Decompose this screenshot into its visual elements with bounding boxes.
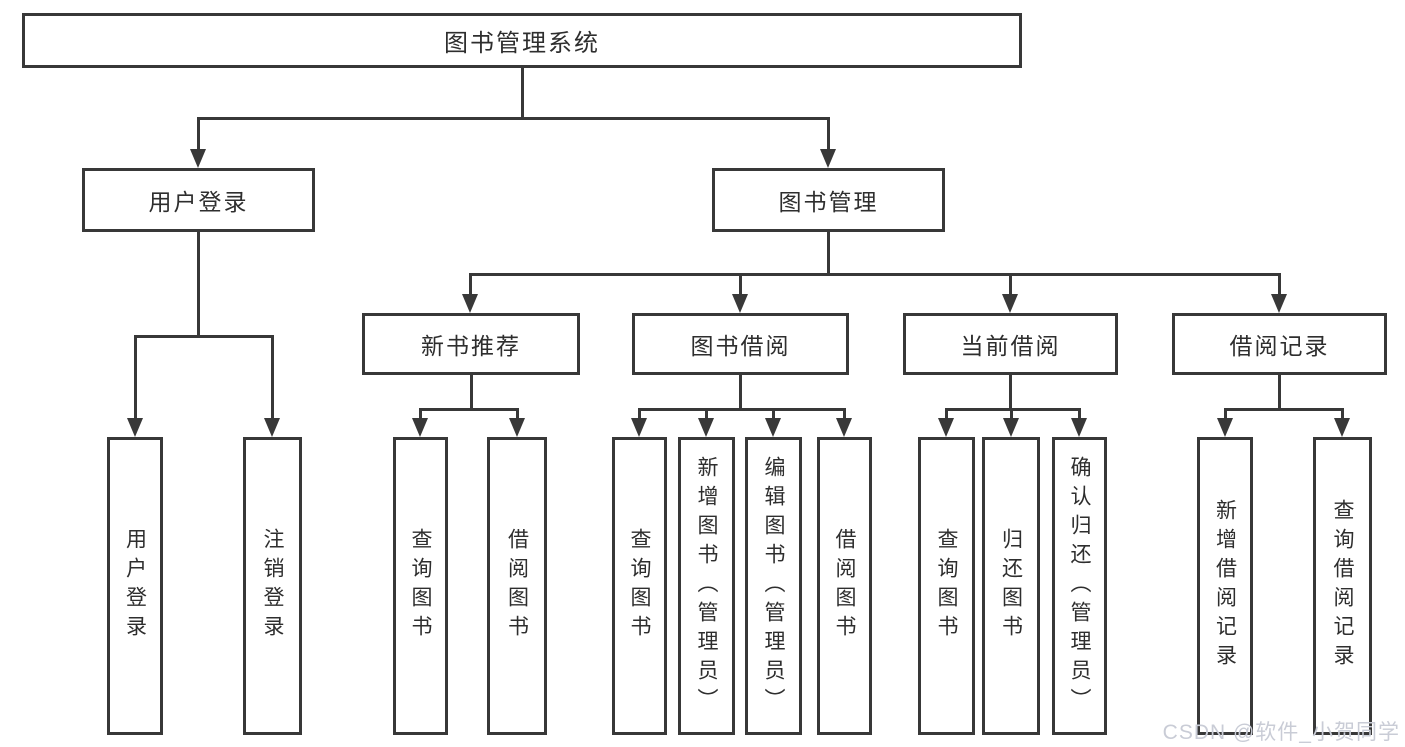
- connector-root-rail: [197, 117, 830, 120]
- leaf-current-query-books-label: 查询图书: [935, 528, 958, 644]
- leaf-borrow-edit-books-admin-label: 编辑图书（管理员）: [762, 455, 785, 717]
- connector-to-borrow-stem: [739, 273, 742, 297]
- connector-mgmt-rail: [469, 273, 1281, 276]
- node-current-borrow: 当前借阅: [903, 313, 1118, 375]
- down-arrow-icon: [412, 418, 428, 437]
- down-arrow-icon: [732, 294, 748, 313]
- node-current-borrow-label: 当前借阅: [960, 333, 1061, 359]
- connector-to-records-stem: [1278, 273, 1281, 297]
- leaf-records-query-record: 查询借阅记录: [1313, 437, 1372, 735]
- leaf-borrow-add-books-admin: 新增图书（管理员）: [678, 437, 735, 735]
- leaf-records-add-record-label: 新增借阅记录: [1213, 499, 1237, 673]
- connector-records-rail: [1224, 408, 1344, 411]
- node-user-login: 用户登录: [82, 168, 315, 232]
- down-arrow-icon: [1334, 418, 1350, 437]
- down-arrow-icon: [698, 418, 714, 437]
- connector-borrow-leaf1-stem: [638, 408, 641, 421]
- leaf-user-login-label: 用户登录: [123, 528, 147, 644]
- node-new-book-recommend: 新书推荐: [362, 313, 580, 375]
- connector-recommend-leaf1-stem: [419, 408, 422, 421]
- connector-records-leaf1-stem: [1224, 408, 1227, 421]
- down-arrow-icon: [1217, 418, 1233, 437]
- csdn-watermark: CSDN @软件_小贺同学: [1162, 721, 1400, 744]
- down-arrow-icon: [190, 149, 206, 168]
- connector-current-leaf2-stem: [1010, 408, 1013, 421]
- down-arrow-icon: [1271, 294, 1287, 313]
- node-root: 图书管理系统: [22, 13, 1022, 68]
- leaf-records-query-record-label: 查询借阅记录: [1331, 499, 1354, 673]
- down-arrow-icon: [631, 418, 647, 437]
- leaf-current-return-books: 归还图书: [982, 437, 1040, 735]
- connector-borrow-stem: [739, 375, 742, 411]
- connector-mgmt-stem: [827, 232, 830, 276]
- down-arrow-icon: [462, 294, 478, 313]
- leaf-borrow-add-books-admin-label: 新增图书（管理员）: [695, 455, 718, 717]
- down-arrow-icon: [820, 149, 836, 168]
- node-book-borrow-label: 图书借阅: [690, 333, 791, 359]
- connector-user-leaf1-stem: [134, 335, 137, 420]
- connector-recommend-stem: [470, 375, 473, 411]
- down-arrow-icon: [938, 418, 954, 437]
- connector-current-leaf3-stem: [1078, 408, 1081, 421]
- node-book-management-label: 图书管理: [778, 189, 879, 215]
- connector-current-leaf1-stem: [945, 408, 948, 421]
- leaf-current-query-books: 查询图书: [918, 437, 975, 735]
- connector-borrow-rail: [638, 408, 846, 411]
- down-arrow-icon: [1002, 294, 1018, 313]
- connector-user-leaf2-stem: [271, 335, 274, 420]
- leaf-user-login: 用户登录: [107, 437, 163, 735]
- leaf-recommend-borrow-books: 借阅图书: [487, 437, 547, 735]
- leaf-current-confirm-return-admin-label: 确认归还（管理员）: [1068, 455, 1091, 717]
- leaf-logout-label: 注销登录: [261, 528, 284, 644]
- down-arrow-icon: [509, 418, 525, 437]
- leaf-borrow-borrow-books: 借阅图书: [817, 437, 872, 735]
- connector-to-current-stem: [1009, 273, 1012, 297]
- connector-records-leaf2-stem: [1341, 408, 1344, 421]
- leaf-recommend-borrow-books-label: 借阅图书: [505, 528, 529, 644]
- connector-current-rail: [945, 408, 1081, 411]
- leaf-borrow-query-books: 查询图书: [612, 437, 667, 735]
- leaf-borrow-query-books-label: 查询图书: [628, 528, 651, 644]
- leaf-current-confirm-return-admin: 确认归还（管理员）: [1052, 437, 1107, 735]
- connector-current-stem: [1009, 375, 1012, 411]
- node-user-login-label: 用户登录: [148, 189, 249, 215]
- connector-user-rail: [134, 335, 274, 338]
- leaf-records-add-record: 新增借阅记录: [1197, 437, 1253, 735]
- leaf-recommend-query-books: 查询图书: [393, 437, 448, 735]
- node-borrow-records: 借阅记录: [1172, 313, 1387, 375]
- connector-recommend-leaf2-stem: [516, 408, 519, 421]
- connector-user-stem: [197, 232, 200, 338]
- leaf-current-return-books-label: 归还图书: [999, 528, 1023, 644]
- connector-recommend-rail: [419, 408, 519, 411]
- connector-to-book-management-stem: [827, 117, 830, 151]
- node-root-label: 图书管理系统: [444, 30, 600, 57]
- node-new-book-recommend-label: 新书推荐: [421, 333, 521, 359]
- node-book-management: 图书管理: [712, 168, 945, 232]
- connector-borrow-leaf4-stem: [843, 408, 846, 421]
- connector-borrow-leaf2-stem: [705, 408, 708, 421]
- node-book-borrow: 图书借阅: [632, 313, 849, 375]
- down-arrow-icon: [1071, 418, 1087, 437]
- connector-to-recommend-stem: [469, 273, 472, 297]
- down-arrow-icon: [836, 418, 852, 437]
- node-borrow-records-label: 借阅记录: [1229, 333, 1330, 359]
- leaf-borrow-borrow-books-label: 借阅图书: [833, 528, 856, 644]
- down-arrow-icon: [765, 418, 781, 437]
- connector-to-user-login-stem: [197, 117, 200, 151]
- down-arrow-icon: [1003, 418, 1019, 437]
- leaf-logout: 注销登录: [243, 437, 302, 735]
- connector-root-stem: [521, 68, 524, 120]
- down-arrow-icon: [264, 418, 280, 437]
- connector-records-stem: [1278, 375, 1281, 411]
- leaf-borrow-edit-books-admin: 编辑图书（管理员）: [745, 437, 802, 735]
- down-arrow-icon: [127, 418, 143, 437]
- connector-borrow-leaf3-stem: [772, 408, 775, 421]
- leaf-recommend-query-books-label: 查询图书: [409, 528, 432, 644]
